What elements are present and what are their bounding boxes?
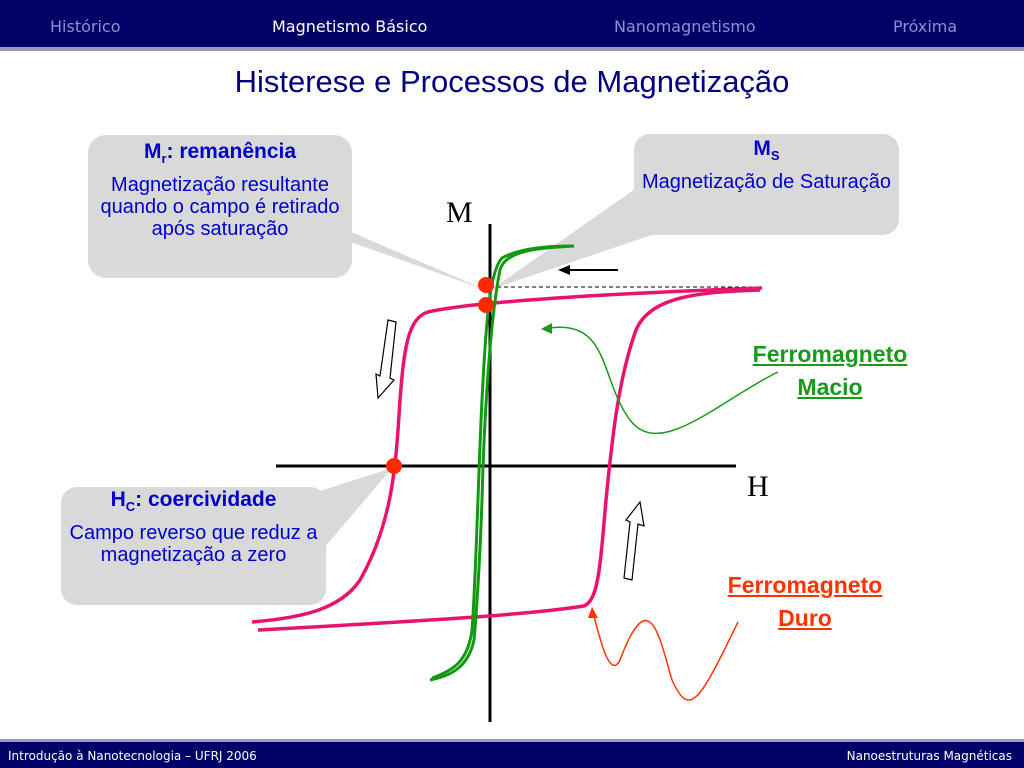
coercivity-symbol: H bbox=[110, 488, 126, 511]
coercivity-heading: HC: coercividade bbox=[65, 489, 322, 518]
nav-nanomagnetismo[interactable]: Nanomagnetismo bbox=[614, 17, 756, 36]
coercivity-description: Campo reverso que reduz a magnetização a… bbox=[69, 522, 318, 567]
left-arrow-top bbox=[558, 265, 618, 275]
footer-right: Nanoestruturas Magnéticas bbox=[846, 749, 1012, 763]
top-nav-bar: Histórico Magnetismo Básico Nanomagnetis… bbox=[0, 0, 1024, 51]
coercivity-callout-shape bbox=[61, 468, 392, 605]
footer-left: Introdução à Nanotecnologia – UFRJ 2006 bbox=[8, 749, 257, 763]
remanence-subscript: r bbox=[161, 151, 167, 167]
soft-loop-ascending bbox=[431, 244, 573, 680]
remanence-heading-text: : remanência bbox=[166, 140, 297, 163]
soft-label-line2: Macio bbox=[797, 374, 863, 400]
hard-label-leader bbox=[588, 607, 739, 701]
hard-loop-descending bbox=[251, 286, 763, 624]
remanence-symbol: M bbox=[143, 140, 162, 163]
saturation-callout: MS Magnetização de Saturação bbox=[638, 138, 895, 194]
coercivity-callout: HC: coercividade Campo reverso que reduz… bbox=[65, 489, 322, 567]
nav-historico[interactable]: Histórico bbox=[50, 17, 121, 36]
saturation-subscript: S bbox=[770, 148, 780, 164]
hard-label-line1: Ferromagneto bbox=[727, 572, 883, 598]
saturation-symbol: M bbox=[753, 137, 771, 160]
hard-loop-ascending bbox=[257, 288, 761, 632]
remanence-description: Magnetização resultante quando o campo é… bbox=[100, 174, 340, 241]
coercivity-marker bbox=[386, 458, 402, 474]
remanence-callout-shape bbox=[88, 135, 486, 290]
remanence-callout: Mr: remanência Magnetização resultante q… bbox=[93, 141, 347, 241]
soft-label-leader bbox=[541, 323, 779, 434]
saturation-heading: MS bbox=[638, 138, 895, 167]
down-direction-arrow bbox=[375, 319, 397, 400]
soft-ferromagnet-label: Ferromagneto Macio bbox=[722, 338, 938, 404]
footer-bar: Introdução à Nanotecnologia – UFRJ 2006 … bbox=[0, 739, 1024, 768]
remanence-marker bbox=[478, 297, 494, 313]
soft-label-line1: Ferromagneto bbox=[752, 341, 908, 367]
coercivity-heading-text: : coercividade bbox=[135, 488, 277, 511]
soft-loop-descending bbox=[429, 244, 575, 682]
hard-ferromagnet-label: Ferromagneto Duro bbox=[697, 569, 913, 635]
h-axis-label: H bbox=[747, 470, 769, 503]
slide-title: Histerese e Processos de Magnetização bbox=[234, 64, 790, 99]
nav-proxima[interactable]: Próxima bbox=[893, 17, 958, 36]
remanence-heading: Mr: remanência bbox=[93, 141, 347, 170]
nav-magnetismo-basico[interactable]: Magnetismo Básico bbox=[272, 17, 428, 36]
m-axis-label: M bbox=[446, 196, 473, 229]
up-direction-arrow bbox=[623, 500, 645, 581]
hard-label-line2: Duro bbox=[778, 605, 832, 631]
coercivity-subscript: C bbox=[125, 499, 136, 515]
saturation-marker bbox=[478, 277, 494, 293]
saturation-description: Magnetização de Saturação bbox=[641, 171, 892, 194]
saturation-callout-shape bbox=[492, 134, 899, 289]
